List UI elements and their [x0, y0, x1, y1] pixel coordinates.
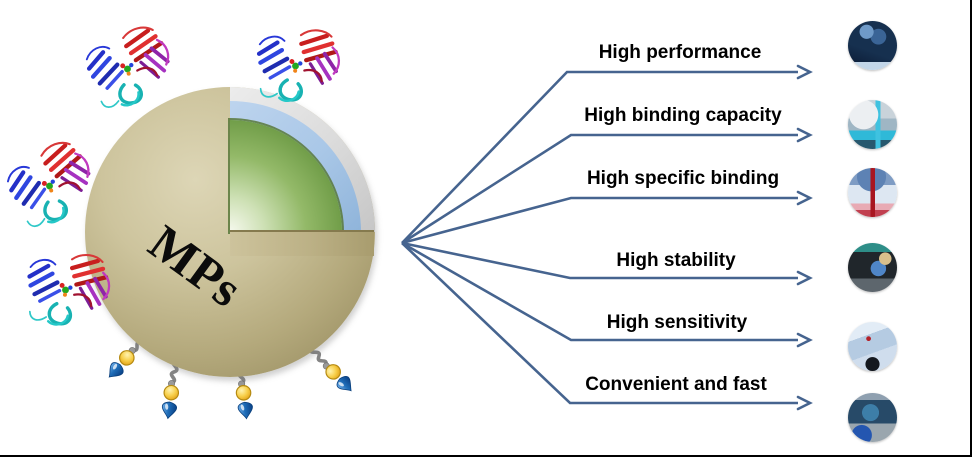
frame-border-right [970, 0, 972, 457]
feature-label-high-specific-binding: High specific binding [586, 168, 780, 189]
feature-label-high-stability: High stability [616, 250, 736, 271]
photo-scientist-cyan-tubes [848, 100, 897, 149]
feature-label-high-performance: High performance [598, 42, 762, 63]
arrow-convenient-and-fast [401, 242, 813, 411]
photo-light-blue-lab-equipment [848, 322, 897, 371]
arrow-high-stability [401, 241, 813, 286]
frame-border-bottom [0, 455, 972, 457]
protein-complex-icon [241, 14, 350, 117]
feature-label-high-sensitivity: High sensitivity [606, 312, 748, 333]
arrow-high-performance [401, 64, 813, 244]
feature-label-high-binding-capacity: High binding capacity [584, 105, 782, 126]
photo-dark-blue-lab-microscope [848, 21, 897, 70]
photo-gloved-hand-red-tube [848, 168, 897, 217]
cutaway-ledge [230, 230, 374, 256]
arrow-high-specific-binding [401, 190, 813, 245]
protein-complex-icon [74, 19, 180, 119]
photo-lab-instrument-gloved-hand [848, 243, 897, 292]
photo-monitor-analyzer-gloved-hand [848, 393, 897, 442]
feature-label-convenient-and-fast: Convenient and fast [585, 374, 767, 395]
arrow-high-sensitivity [401, 241, 813, 348]
arrow-high-binding-capacity [401, 127, 813, 245]
